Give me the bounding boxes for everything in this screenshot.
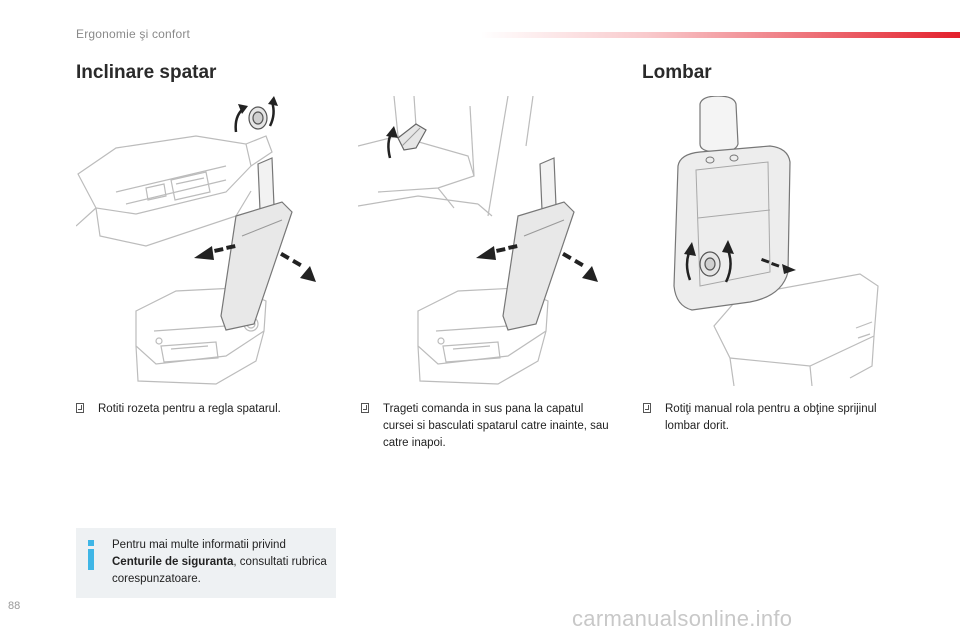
info-icon — [87, 540, 95, 570]
instruction-bullet: Rotiti rozeta pentru a regla spatarul. — [76, 401, 326, 418]
instruction-bullet: Rotiţi manual rola pentru a obţine sprij… — [643, 401, 903, 435]
checkbox-bullet-icon — [361, 403, 369, 413]
instruction-text: Rotiti rozeta pentru a regla spatarul. — [98, 403, 281, 415]
page-number: 88 — [8, 600, 21, 612]
info-link-seat-belts: Centurile de siguranta — [112, 556, 234, 568]
instruction-text: Rotiţi manual rola pentru a obţine sprij… — [665, 403, 877, 432]
header-accent-bar — [480, 32, 960, 38]
info-text: Pentru mai multe informatii privind Cent… — [112, 537, 327, 588]
checkbox-bullet-icon — [643, 403, 651, 413]
seat-backrest-knob-illustration — [76, 96, 316, 385]
info-text-prefix: Pentru mai multe informatii privind — [112, 539, 286, 551]
instruction-text: Trageti comanda in sus pana la capatul c… — [383, 403, 609, 449]
section-header: Ergonomie şi confort — [76, 27, 191, 41]
watermark: carmanualsonline.info — [572, 606, 793, 631]
seat-backrest-lever-illustration — [358, 96, 598, 385]
instruction-bullet: Trageti comanda in sus pana la capatul c… — [361, 401, 611, 452]
title-backrest-recline: Inclinare spatar — [76, 62, 217, 83]
info-text-suffix: , consultati rubrica corespunzatoare. — [112, 556, 327, 585]
title-lumbar: Lombar — [642, 62, 712, 83]
info-box: Pentru mai multe informatii privind Cent… — [76, 528, 336, 598]
seat-lumbar-wheel-illustration — [673, 96, 879, 386]
checkbox-bullet-icon — [76, 403, 84, 413]
